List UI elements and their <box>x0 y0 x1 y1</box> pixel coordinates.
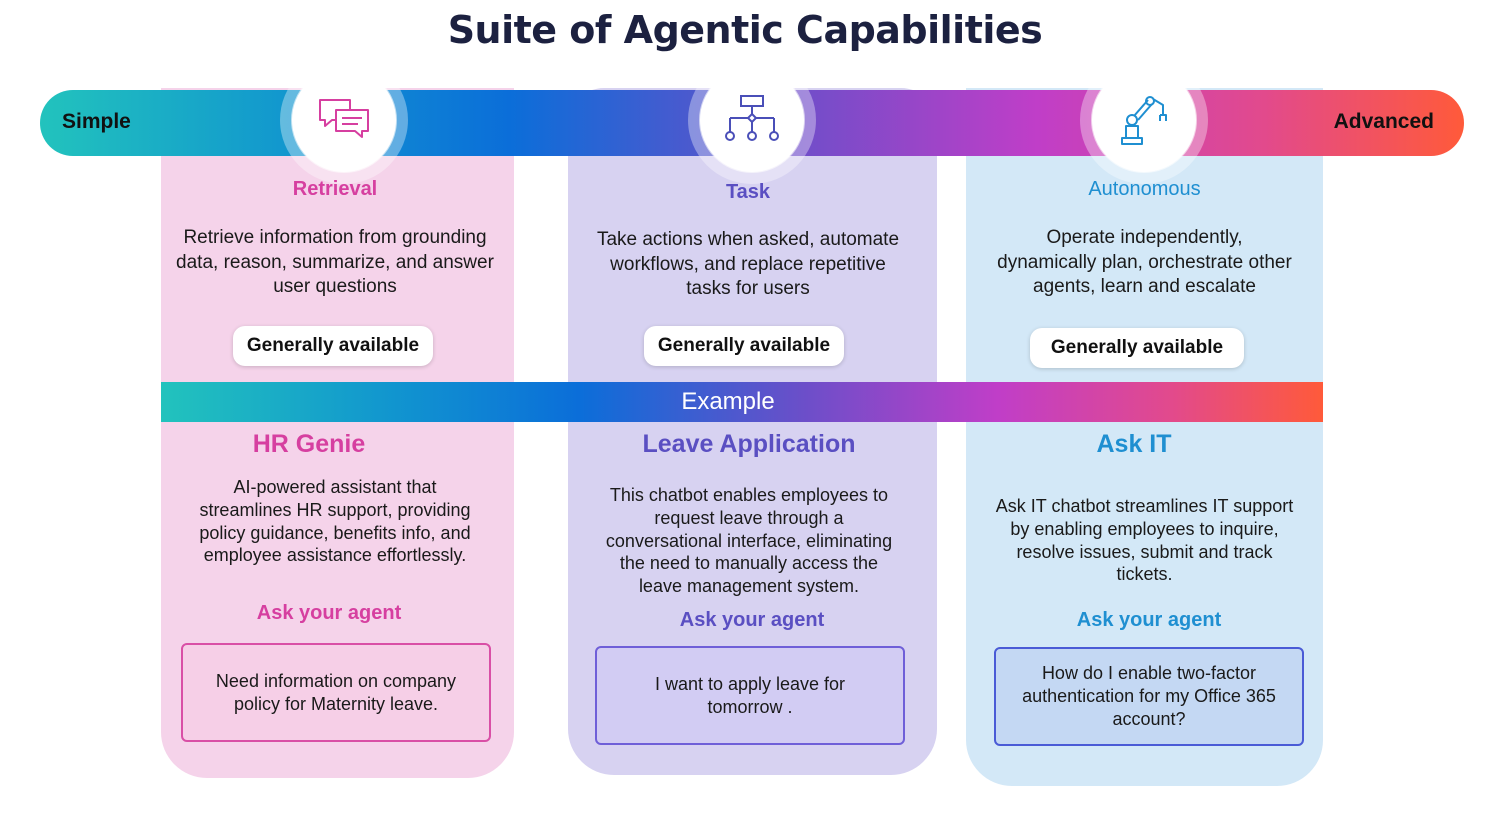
task-icon-ring <box>688 56 816 184</box>
workflow-icon <box>725 95 779 141</box>
status-badge: Generally available <box>233 326 433 366</box>
task-description: Take actions when asked, automate workfl… <box>596 229 900 299</box>
page-title: Suite of Agentic Capabilities <box>447 8 1043 52</box>
scale-label-simple: Simple <box>62 110 131 133</box>
example-prompt-box: I want to apply leave for tomorrow . <box>595 646 905 745</box>
hr-genie-description: AI-powered assistant that streamlines HR… <box>199 477 471 566</box>
robot-arm-icon <box>1121 96 1167 145</box>
scale-label-advanced: Advanced <box>1333 110 1434 133</box>
retrieval-icon-ring <box>280 56 408 184</box>
ask-your-agent-label: Ask your agent <box>679 609 825 631</box>
category-task: Task <box>725 181 771 203</box>
ask-your-agent-label: Ask your agent <box>256 602 402 624</box>
chat-bubbles-icon <box>319 99 369 138</box>
retrieval-description: Retrieve information from grounding data… <box>176 227 494 297</box>
ask-it-description: Ask IT chatbot streamlines IT support by… <box>995 496 1294 585</box>
category-retrieval: Retrieval <box>292 178 378 200</box>
example-title-hr-genie: HR Genie <box>252 430 366 458</box>
example-bar: Example <box>161 382 1323 422</box>
status-badge: Generally available <box>644 326 844 366</box>
leave-application-description: This chatbot enables employees to reques… <box>605 485 893 597</box>
example-title-leave-application: Leave Application <box>642 430 856 458</box>
category-autonomous: Autonomous <box>1088 178 1201 200</box>
ask-your-agent-label: Ask your agent <box>1076 609 1222 631</box>
example-prompt-box: Need information on company policy for M… <box>181 643 491 742</box>
example-label: Example <box>681 388 775 415</box>
autonomous-icon-ring <box>1080 56 1208 184</box>
autonomous-description: Operate independently, dynamically plan,… <box>997 227 1292 297</box>
example-prompt-box: How do I enable two-factor authenticatio… <box>994 647 1304 746</box>
status-badge: Generally available <box>1030 328 1244 368</box>
example-title-ask-it: Ask IT <box>1096 430 1172 458</box>
